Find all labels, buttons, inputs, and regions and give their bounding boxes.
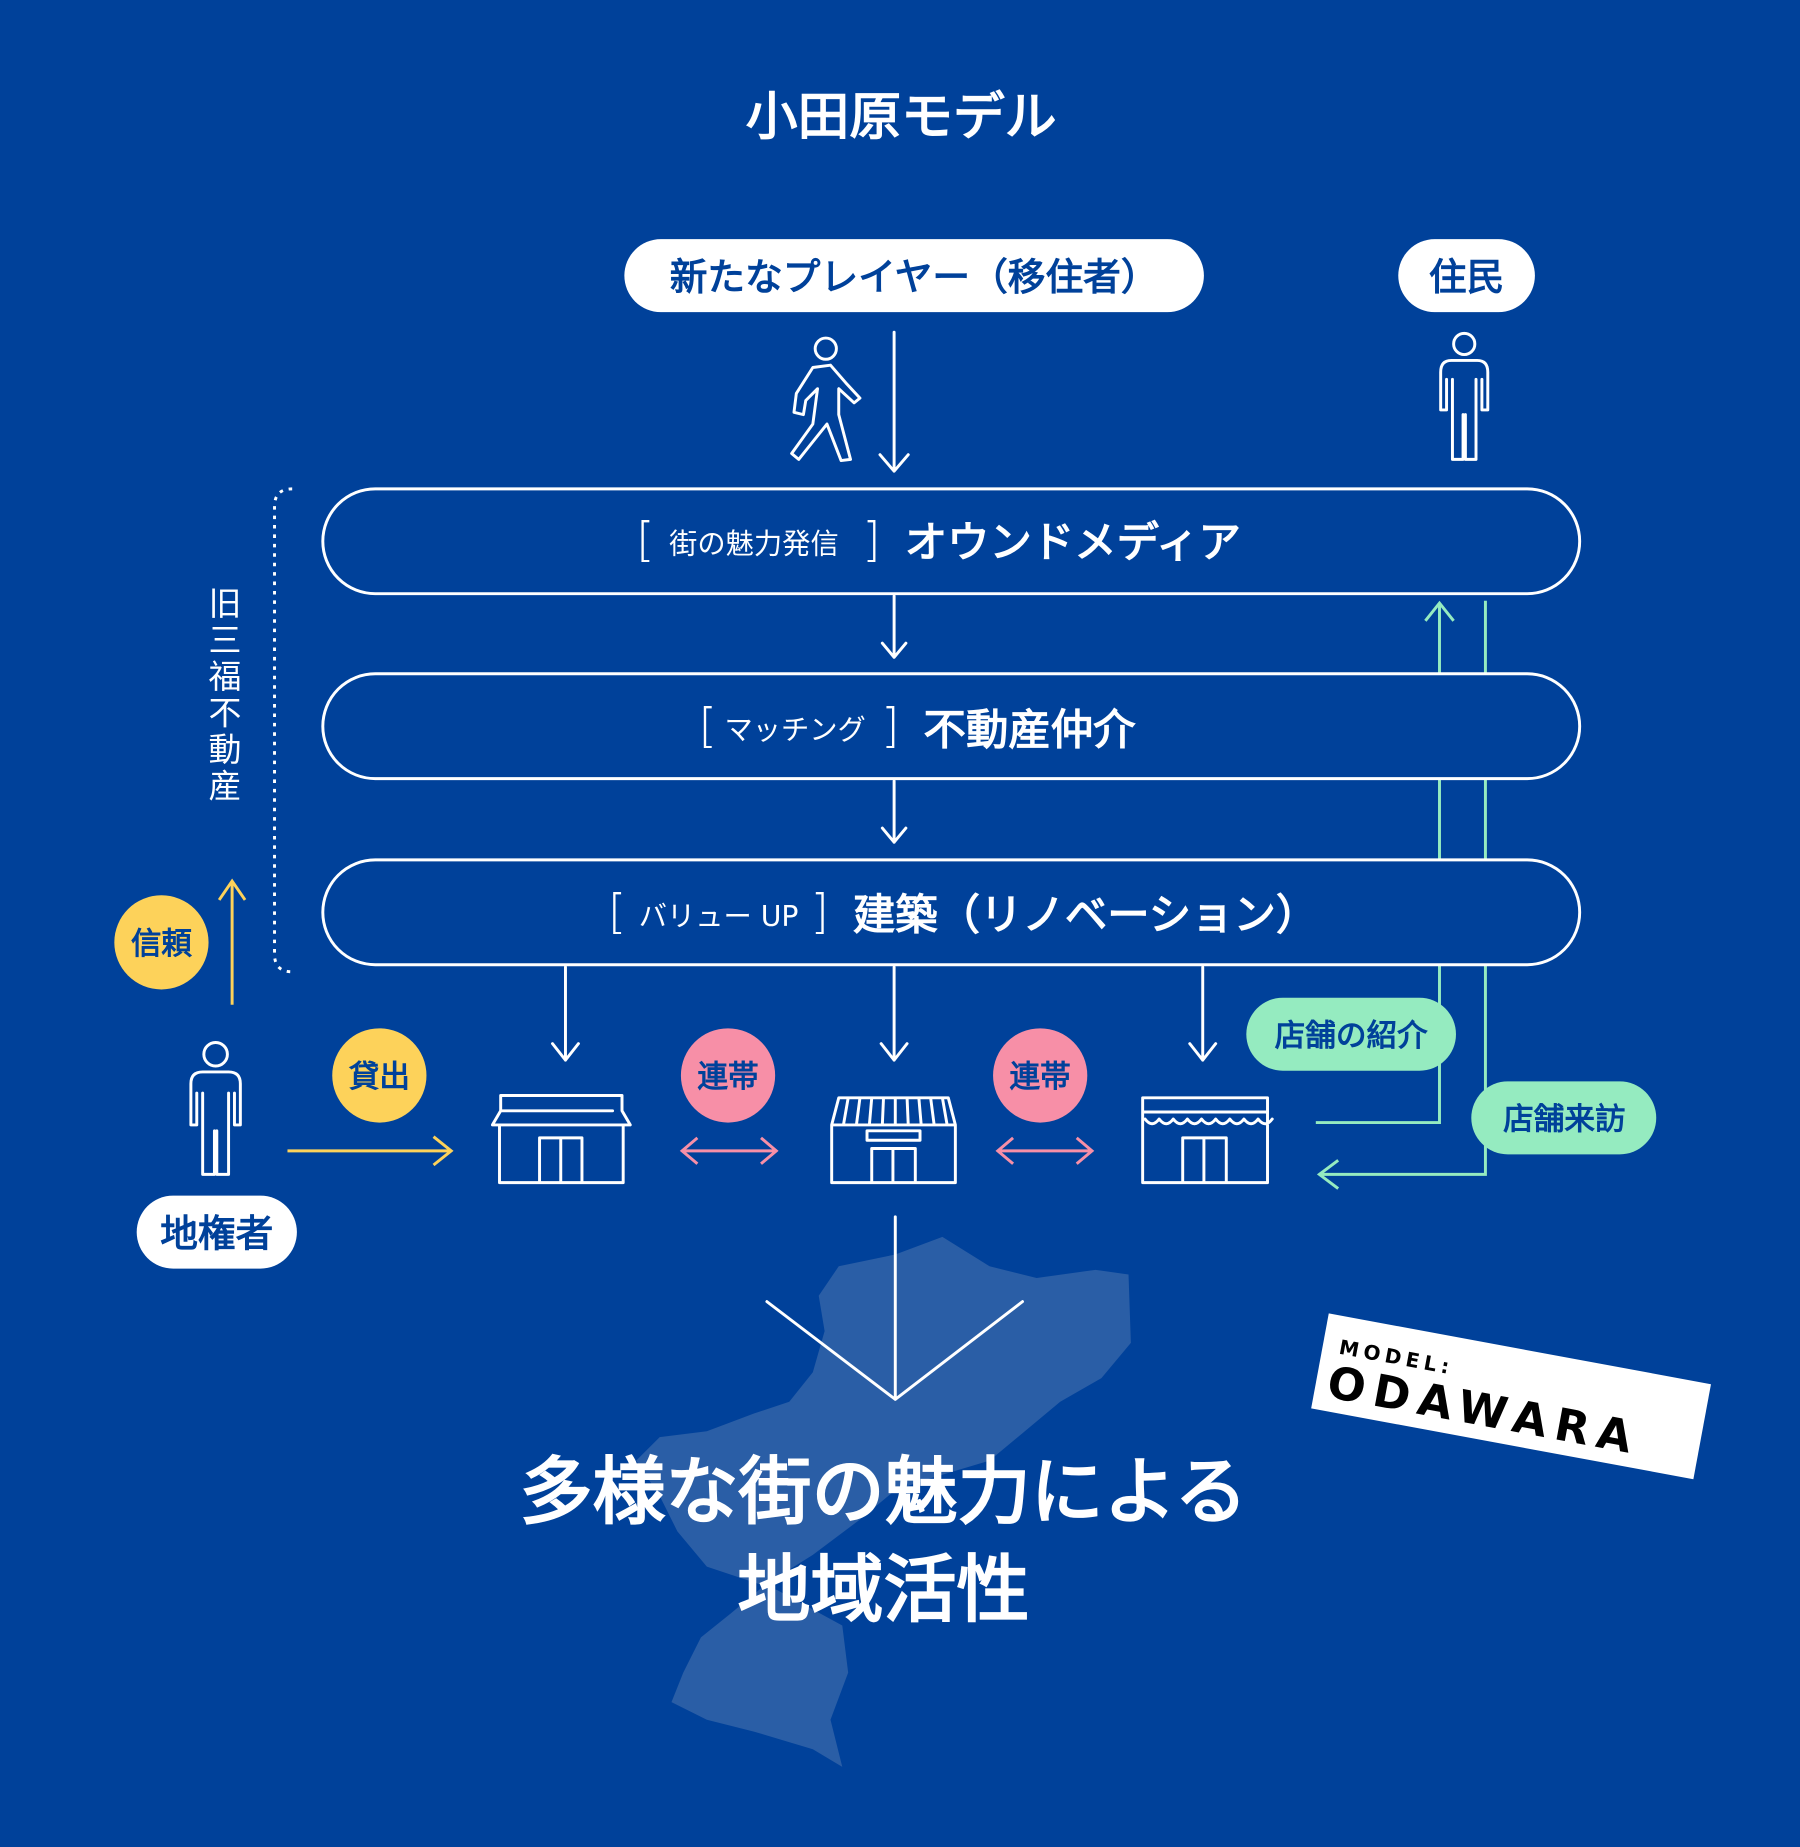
- walking-person-icon: [790, 336, 862, 463]
- new-player-pill: 新たなプレイヤー（移住者）: [624, 239, 1204, 313]
- step-tag: マッチング: [724, 714, 865, 747]
- odawara-map-shape: [636, 1236, 1131, 1767]
- down-arrow: [880, 779, 908, 844]
- svg-text:]: ]: [881, 699, 899, 754]
- svg-text:店舗の紹介: 店舗の紹介: [1275, 1019, 1428, 1054]
- model-odawara-stamp: MODEL: ODAWARA: [1311, 1313, 1711, 1480]
- lend-badge: 貸出: [332, 1028, 427, 1123]
- resident-pill: 住民: [1398, 239, 1535, 313]
- lend-arrow: [287, 1135, 454, 1167]
- step-label: 不動産仲介: [924, 705, 1137, 754]
- svg-text:[: [: [608, 885, 626, 940]
- svg-text:信頼: 信頼: [131, 927, 193, 962]
- page-title: 小田原モデル: [746, 87, 1057, 147]
- result-line-1: 多様な街の魅力による: [520, 1450, 1248, 1535]
- company-bracket: [273, 487, 293, 974]
- double-arrow: [995, 1136, 1095, 1165]
- store-intro-badge: 店舗の紹介: [1246, 997, 1456, 1071]
- shop-icon: [1141, 1096, 1274, 1185]
- svg-text:三: 三: [209, 620, 242, 659]
- solidarity-badge: 連帯: [993, 1028, 1088, 1123]
- svg-text:]: ]: [862, 513, 880, 568]
- step-tag: バリュー UP: [639, 900, 799, 933]
- step-label: 建築（リノベーション）: [853, 890, 1318, 939]
- svg-text:[: [: [636, 513, 654, 568]
- svg-text:]: ]: [810, 885, 828, 940]
- trust-arrow: [217, 878, 247, 1005]
- solidarity-badge: 連帯: [680, 1028, 776, 1123]
- svg-text:連帯: 連帯: [697, 1060, 758, 1095]
- landowner-pill: 地権者: [136, 1195, 297, 1269]
- down-arrow: [878, 330, 910, 473]
- svg-text:動: 動: [209, 730, 242, 769]
- trust-badge: 信頼: [114, 895, 209, 990]
- shop-icon: [490, 1094, 632, 1185]
- resident-person-icon: [1439, 331, 1490, 461]
- result-line-2: 地域活性: [737, 1548, 1029, 1633]
- company-label: 旧 三 福 不 動 産: [209, 584, 242, 806]
- svg-text:地権者: 地権者: [160, 1211, 273, 1255]
- down-arrow: [1188, 965, 1218, 1062]
- svg-text:福: 福: [209, 657, 242, 696]
- step-owned-media: [ 街の魅力発信 ] オウンドメディア: [321, 487, 1582, 596]
- shop-icon: [830, 1096, 957, 1185]
- step-renovation: [ バリュー UP ] 建築（リノベーション）: [321, 858, 1582, 967]
- step-real-estate: [ マッチング ] 不動産仲介: [321, 672, 1582, 781]
- down-arrow: [551, 965, 580, 1062]
- svg-text:不: 不: [209, 693, 242, 732]
- down-arrow: [879, 965, 909, 1062]
- new-player-label: 新たなプレイヤー（移住者）: [670, 255, 1159, 299]
- store-visit-line: [1316, 600, 1487, 1190]
- svg-text:貸出: 貸出: [349, 1060, 410, 1095]
- down-arrow: [880, 594, 908, 659]
- svg-text:旧: 旧: [209, 584, 242, 623]
- landowner-person-icon: [189, 1040, 242, 1176]
- svg-text:産: 産: [209, 766, 242, 805]
- converge-arrow: [765, 1215, 1024, 1401]
- step-label: オウンドメディア: [905, 518, 1241, 567]
- svg-text:[: [: [699, 699, 717, 754]
- store-visit-badge: 店舗来訪: [1471, 1081, 1657, 1155]
- double-arrow: [679, 1136, 779, 1165]
- step-tag: 街の魅力発信: [669, 528, 839, 561]
- resident-label: 住民: [1429, 255, 1504, 299]
- svg-text:店舗来訪: 店舗来訪: [1503, 1102, 1625, 1138]
- svg-text:連帯: 連帯: [1010, 1060, 1071, 1095]
